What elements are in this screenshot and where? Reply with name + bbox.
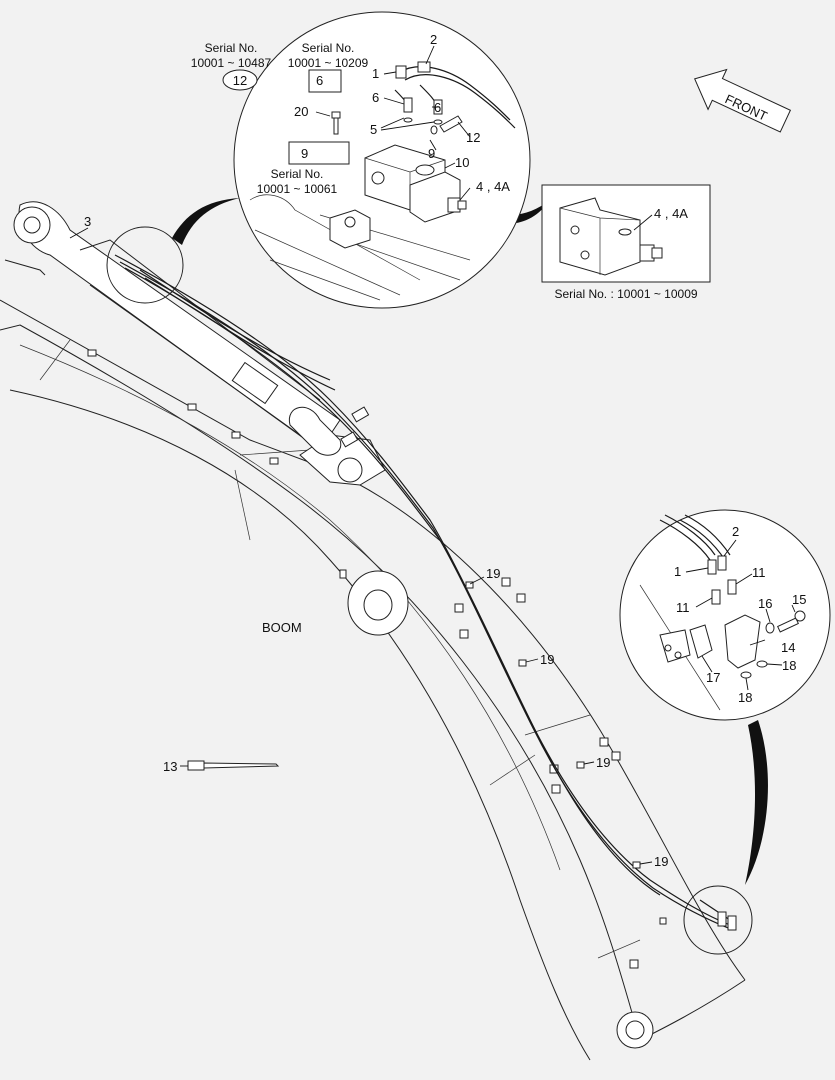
callout-20: 20	[294, 104, 308, 119]
circle-12	[222, 69, 258, 91]
callout-q11a: 11	[676, 600, 690, 615]
callout-19d: 19	[654, 854, 668, 869]
clip-19a-mark	[465, 581, 474, 589]
callout-19a: 19	[486, 566, 500, 581]
callout-q15: 15	[792, 592, 806, 607]
clip-markers	[465, 581, 641, 869]
text-labels: Serial No. 10001 ~ 10487 Serial No. 1000…	[84, 32, 806, 869]
callout-10: 10	[455, 155, 469, 170]
callout-5: 5	[370, 122, 377, 137]
fitting-2	[417, 61, 431, 73]
fitting-6a	[403, 97, 413, 113]
fitting-q11b	[727, 579, 737, 595]
serial-d: Serial No. : 10001 ~ 10009	[554, 287, 697, 301]
bottom-fitting-mini	[699, 899, 737, 931]
top-detail	[233, 11, 531, 309]
boom-body	[0, 299, 746, 1061]
callout-q18b: 18	[738, 690, 752, 705]
boom-label: BOOM	[262, 620, 302, 635]
callout-12: 12	[466, 130, 480, 145]
front-arrow	[693, 68, 792, 133]
callout-6a: 6	[372, 90, 379, 105]
callout-12-circled: 12	[233, 73, 247, 88]
clip-19d-mark	[632, 861, 641, 869]
inset-valve	[541, 184, 711, 283]
callout-q18a: 18	[782, 658, 796, 673]
serial-b-range: 10001 ~ 10209	[288, 56, 369, 70]
serial-a-range: 10001 ~ 10487	[191, 56, 272, 70]
callout-1: 1	[372, 66, 379, 81]
cable-tie	[187, 760, 280, 771]
box-9	[288, 141, 350, 165]
callout-19b: 19	[540, 652, 554, 667]
hose-lines	[114, 254, 734, 931]
serial-c-range: 10001 ~ 10061	[257, 182, 338, 196]
pointer-bottom	[745, 720, 768, 885]
fitting-q2	[717, 555, 727, 571]
callout-9-boxed: 9	[301, 146, 308, 161]
callout-19c: 19	[596, 755, 610, 770]
serial-b-title: Serial No.	[302, 41, 355, 55]
callout-q16: 16	[758, 596, 772, 611]
clip-19b-mark	[518, 659, 527, 667]
clip-19c-mark	[576, 761, 585, 769]
fitting-1	[395, 65, 407, 79]
callout-9: 9	[428, 146, 435, 161]
callout-q11b: 11	[752, 565, 766, 580]
pointer-top	[172, 198, 240, 245]
callout-4-4a-inset: 4 , 4A	[654, 206, 688, 221]
callout-4-4a: 4 , 4A	[476, 179, 510, 194]
callout-6b: 6	[434, 100, 441, 115]
box-6	[308, 69, 342, 93]
fitting-q1	[707, 559, 717, 575]
callout-q2: 2	[732, 524, 739, 539]
callout-q17: 17	[706, 670, 720, 685]
serial-a-title: Serial No.	[205, 41, 258, 55]
callout-3: 3	[84, 214, 91, 229]
fitting-q11a	[711, 589, 721, 605]
boom-cylinder	[4, 201, 342, 456]
detail-ref-circle-bottom	[683, 885, 753, 955]
leader-lines	[69, 45, 796, 865]
callout-6-boxed: 6	[316, 73, 323, 88]
callout-13: 13	[163, 759, 177, 774]
serial-c-title: Serial No.	[271, 167, 324, 181]
callout-q1: 1	[674, 564, 681, 579]
detail-ref-circle-top	[106, 226, 184, 304]
callout-q14: 14	[781, 640, 795, 655]
bottom-detail	[619, 509, 831, 721]
callout-2: 2	[430, 32, 437, 47]
